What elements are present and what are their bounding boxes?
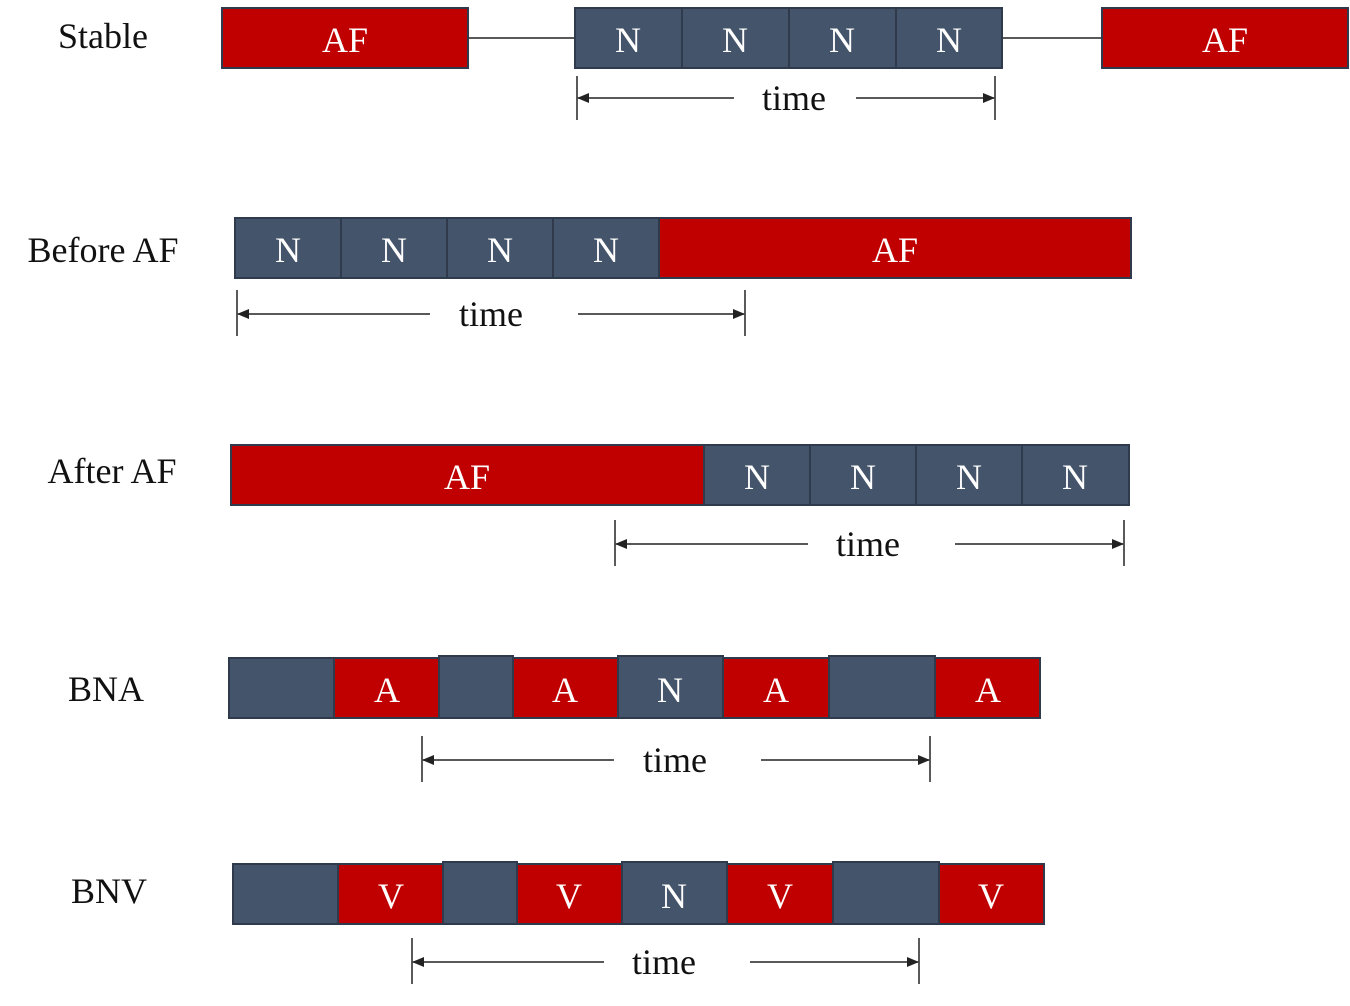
segment-block xyxy=(337,863,444,925)
time-label: time xyxy=(643,740,707,780)
segment-label: V xyxy=(556,876,582,916)
segment-block xyxy=(234,217,342,279)
segment-label: AF xyxy=(444,457,490,497)
segment-label: V xyxy=(378,876,404,916)
segment-block xyxy=(221,7,469,69)
segment-block xyxy=(340,217,448,279)
segment-label: AF xyxy=(872,230,918,270)
segment-block xyxy=(230,444,705,506)
row-after-af: After AF AF N N N N time xyxy=(48,444,1130,566)
segment-block xyxy=(832,861,940,925)
row-before-af: Before AF N N N N AF time xyxy=(28,217,1132,336)
row-label: Before AF xyxy=(28,230,179,270)
time-span: time xyxy=(614,520,1125,566)
segment-label: AF xyxy=(322,20,368,60)
segment-block xyxy=(703,444,811,506)
segment-label: A xyxy=(552,670,578,710)
row-stable: Stable AF N N N N AF time xyxy=(58,7,1349,120)
row-label: BNV xyxy=(71,871,147,911)
segment-block xyxy=(681,7,790,69)
segment-label: N xyxy=(956,457,982,497)
segment-label: AF xyxy=(1202,20,1248,60)
segment-label: A xyxy=(975,670,1001,710)
segment-label: N xyxy=(381,230,407,270)
time-span: time xyxy=(421,736,931,782)
segment-block xyxy=(1021,444,1130,506)
segment-label: N xyxy=(936,20,962,60)
time-label: time xyxy=(459,294,523,334)
segment-block xyxy=(915,444,1023,506)
segment-block xyxy=(512,657,619,719)
time-label: time xyxy=(632,942,696,982)
segment-label: N xyxy=(487,230,513,270)
segment-label: V xyxy=(978,876,1004,916)
time-span: time xyxy=(576,76,996,120)
time-label: time xyxy=(762,78,826,118)
segment-block xyxy=(809,444,917,506)
segment-block xyxy=(828,655,936,719)
segment-block xyxy=(446,217,554,279)
row-label: After AF xyxy=(48,451,177,491)
segment-block xyxy=(516,863,623,925)
segment-label: N xyxy=(593,230,619,270)
segment-label: V xyxy=(767,876,793,916)
row-label: Stable xyxy=(58,16,148,56)
row-label: BNA xyxy=(68,669,144,709)
segment-label: N xyxy=(829,20,855,60)
segment-block xyxy=(788,7,897,69)
row-bnv: BNV V V N V V time xyxy=(71,861,1045,984)
segment-block xyxy=(552,217,660,279)
segment-label: A xyxy=(763,670,789,710)
segment-block xyxy=(333,657,440,719)
time-label: time xyxy=(836,524,900,564)
segment-block xyxy=(895,7,1003,69)
segment-label: N xyxy=(275,230,301,270)
segment-block xyxy=(658,217,1132,279)
segment-label: N xyxy=(722,20,748,60)
segment-block xyxy=(621,861,728,925)
segment-label: N xyxy=(615,20,641,60)
segment-label: N xyxy=(1062,457,1088,497)
segment-block xyxy=(574,7,683,69)
segment-label: A xyxy=(374,670,400,710)
segment-block xyxy=(438,655,514,719)
row-bna: BNA A A N A A time xyxy=(68,655,1041,782)
segment-block xyxy=(722,657,830,719)
segment-block xyxy=(938,863,1045,925)
segment-label: N xyxy=(661,876,687,916)
segment-block xyxy=(232,863,339,925)
segment-block xyxy=(228,657,335,719)
segment-block xyxy=(1101,7,1349,69)
time-span: time xyxy=(411,938,920,984)
segment-block xyxy=(934,657,1041,719)
segment-block xyxy=(442,861,518,925)
segment-block xyxy=(726,863,834,925)
time-span: time xyxy=(236,290,746,336)
segment-label: N xyxy=(850,457,876,497)
segment-label: N xyxy=(657,670,683,710)
segment-label: N xyxy=(744,457,770,497)
